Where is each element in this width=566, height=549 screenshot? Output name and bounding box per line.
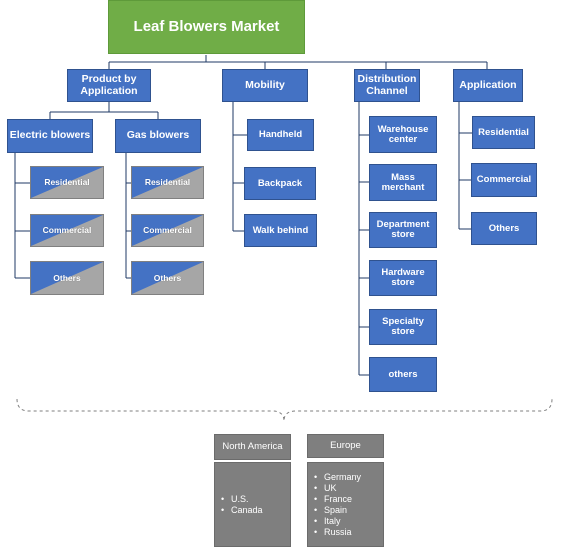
mobility-item-label: Walk behind — [252, 224, 309, 236]
country-list: U.S. Canada — [215, 494, 290, 516]
distribution-item-label: Department store — [376, 219, 430, 240]
mobility-item-label: Backpack — [257, 177, 303, 189]
electric-item-label: Residential — [44, 177, 90, 188]
category-mobility: Mobility — [222, 69, 308, 102]
category-product: Product by Application — [67, 69, 151, 102]
gas-item-label: Residential — [144, 177, 191, 188]
category-product-label: Product by Application — [80, 73, 138, 97]
distribution-item: Mass merchant — [369, 164, 437, 201]
regional-scope-bracket — [16, 398, 553, 422]
subcategory-gas-label: Gas blowers — [126, 129, 190, 142]
mobility-item-label: Handheld — [258, 129, 303, 141]
distribution-item: Warehouse center — [369, 116, 437, 153]
category-distribution-label: Distribution Channel — [357, 73, 417, 97]
electric-item-label: Others — [53, 272, 81, 283]
region-europe-countries: Germany UK France Spain Italy Russia — [307, 462, 384, 547]
category-distribution: Distribution Channel — [354, 69, 420, 102]
region-europe-title: Europe — [307, 434, 384, 458]
gas-item: Commercial — [131, 214, 204, 247]
country-item: France — [314, 494, 383, 505]
application-item: Residential — [472, 116, 535, 149]
tree-connectors — [14, 55, 488, 376]
application-item: Others — [471, 212, 537, 245]
country-item: Russia — [314, 527, 383, 538]
subcategory-gas: Gas blowers — [115, 119, 201, 153]
gas-item-label: Commercial — [143, 225, 192, 236]
country-item: UK — [314, 483, 383, 494]
category-application-label: Application — [459, 78, 517, 91]
root-title: Leaf Blowers Market — [133, 18, 280, 36]
region-north-america-countries: U.S. Canada — [214, 462, 291, 547]
application-item: Commercial — [471, 163, 537, 197]
distribution-item-label: Hardware store — [381, 267, 425, 288]
application-item-label: Others — [488, 222, 520, 234]
electric-item: Others — [30, 261, 104, 295]
distribution-item-label: Specialty store — [382, 316, 424, 337]
mobility-item: Backpack — [244, 167, 316, 200]
country-item: Spain — [314, 505, 383, 516]
application-item-label: Residential — [478, 126, 529, 138]
mobility-item: Handheld — [247, 119, 314, 151]
root-node: Leaf Blowers Market — [108, 0, 305, 54]
electric-item: Commercial — [30, 214, 104, 247]
mobility-item: Walk behind — [244, 214, 317, 247]
gas-item: Others — [131, 261, 204, 295]
region-name: North America — [222, 441, 283, 453]
distribution-item-label: Mass merchant — [381, 171, 425, 193]
distribution-item: others — [369, 357, 437, 392]
electric-item-label: Commercial — [42, 225, 92, 236]
country-item: Italy — [314, 516, 383, 527]
country-list: Germany UK France Spain Italy Russia — [308, 472, 383, 538]
subcategory-electric: Electric blowers — [7, 119, 93, 153]
distribution-item-label: others — [388, 368, 418, 380]
gas-item-label: Others — [153, 272, 182, 283]
category-mobility-label: Mobility — [245, 78, 285, 91]
country-item: U.S. — [221, 494, 290, 505]
country-item: Canada — [221, 505, 290, 516]
distribution-item: Specialty store — [369, 309, 437, 345]
distribution-item: Hardware store — [369, 260, 437, 296]
application-item-label: Commercial — [476, 174, 532, 186]
distribution-item: Department store — [369, 212, 437, 248]
gas-item: Residential — [131, 166, 204, 199]
country-item: Germany — [314, 472, 383, 483]
category-application: Application — [453, 69, 523, 102]
region-north-america-title: North America — [214, 434, 291, 460]
region-name: Europe — [330, 440, 361, 452]
electric-item: Residential — [30, 166, 104, 199]
distribution-item-label: Warehouse center — [377, 123, 429, 145]
subcategory-electric-label: Electric blowers — [9, 129, 91, 142]
